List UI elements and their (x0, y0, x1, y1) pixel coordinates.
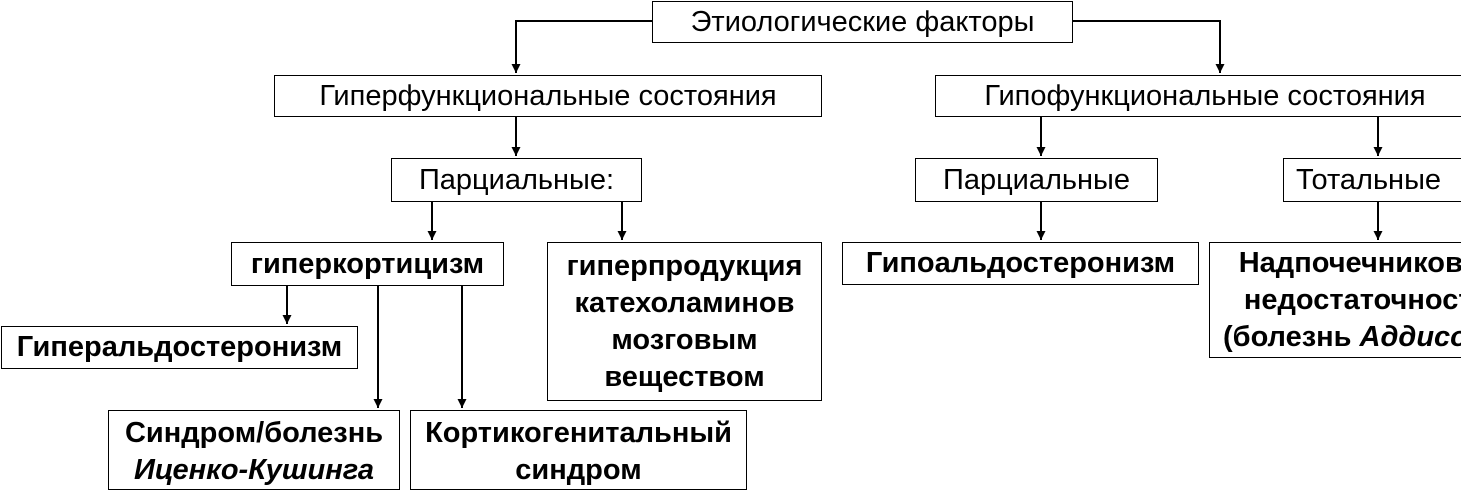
hyper-partial-node: Парциальные: (391, 158, 642, 202)
catecholamines-line-3: мозговым (611, 323, 758, 356)
insufficiency-node: Надпочечниковая недостаточность (болезнь… (1209, 242, 1461, 358)
hypercorticism-node: гиперкортицизм (231, 242, 504, 286)
total-label: Тотальные (1296, 163, 1442, 196)
total-node: Тотальные (1283, 158, 1461, 202)
catecholamines-line-2: катехоламинов (574, 286, 795, 319)
cushing-node: Синдром/болезнь Иценко-Кушинга (108, 410, 400, 490)
hyperfunctional-node: Гиперфункциональные состояния (274, 75, 822, 117)
arrow-root-to-hypofunctional (1073, 20, 1225, 73)
insufficiency-italic-name: Аддисона (1359, 320, 1461, 353)
hypercorticism-label: гиперкортицизм (250, 247, 485, 280)
catecholamines-node: гиперпродукция катехоламинов мозговым ве… (547, 242, 822, 401)
hyperaldosteronism-node: Гиперальдостеронизм (1, 326, 358, 369)
connector-arrows (282, 20, 1383, 408)
corticogenital-line-1: Кортикогенитальный (425, 417, 732, 449)
insufficiency-line-2: недостаточность (1243, 283, 1461, 316)
hyper-partial-label: Парциальные: (418, 163, 615, 196)
hypo-partial-node: Парциальные (915, 158, 1158, 202)
hyperaldosteronism-label: Гиперальдостеронизм (16, 331, 343, 363)
hypoaldosteronism-label: Гипоальдостеронизм (865, 247, 1176, 279)
insufficiency-line-3: (болезнь Аддисона) (1223, 319, 1461, 356)
cushing-line-1: Синдром/болезнь (124, 417, 384, 449)
arrow-root-to-hyperfunctional (511, 20, 652, 73)
hypofunctional-node: Гипофункциональные состояния (935, 75, 1461, 117)
root-node: Этиологические факторы (652, 1, 1073, 43)
hyperfunctional-label: Гиперфункциональные состояния (319, 79, 777, 112)
hypofunctional-label: Гипофункциональные состояния (984, 79, 1426, 112)
root-label: Этиологические факторы (690, 5, 1035, 38)
hypoaldosteronism-node: Гипоальдостеронизм (842, 242, 1199, 285)
insufficiency-prefix: (болезнь (1223, 320, 1360, 353)
corticogenital-node: Кортикогенитальный синдром (410, 410, 747, 490)
catecholamines-line-4: веществом (604, 360, 765, 393)
catecholamines-line-1: гиперпродукция (566, 249, 803, 282)
insufficiency-line-1: Надпочечниковая (1238, 246, 1461, 279)
hypo-partial-label: Парциальные (942, 163, 1131, 196)
